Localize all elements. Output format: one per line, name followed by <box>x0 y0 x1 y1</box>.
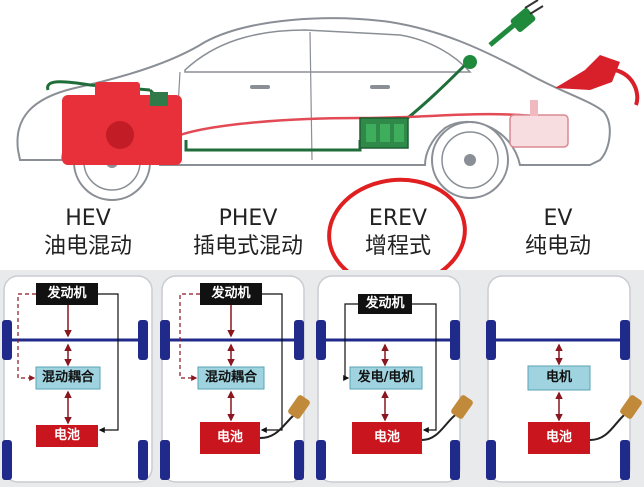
erev-highlight-circle <box>327 177 467 270</box>
fuel-nozzle-icon <box>555 55 640 106</box>
erev-schematic <box>316 275 473 483</box>
wheel-icon <box>138 440 148 480</box>
charging-cable-icon <box>259 395 310 439</box>
wheel-icon <box>316 440 326 480</box>
wheel-icon <box>160 440 170 480</box>
wheel-icon <box>2 320 12 360</box>
hev-schematic <box>2 275 153 483</box>
hev-coupling-label: 混动耦合 <box>41 370 94 385</box>
ev-motor-box <box>527 365 591 391</box>
ev-battery-box <box>528 422 590 454</box>
wheel-icon <box>160 320 170 360</box>
battery-module-icon <box>359 117 409 149</box>
ev-battery-label: 电池 <box>545 430 572 445</box>
phev-coupling-box <box>197 366 265 390</box>
wheel-icon <box>486 320 496 360</box>
ev-schematic <box>486 275 642 483</box>
phev-battery-label: 电池 <box>216 430 243 445</box>
erev-battery-box <box>352 422 422 454</box>
wheel-icon <box>450 440 460 480</box>
hev-engine-label: 发动机 <box>47 286 87 301</box>
erev-battery-label: 电池 <box>373 430 400 445</box>
erev-generator-box <box>349 366 423 390</box>
erev-engine-box <box>358 294 412 314</box>
wheel-icon <box>294 440 304 480</box>
wheel-icon <box>294 320 304 360</box>
erev-engine-label: 发动机 <box>365 296 405 311</box>
wheel-icon <box>138 320 148 360</box>
phev-coupling-label: 混动耦合 <box>204 370 257 385</box>
hev-coupling-box <box>35 366 101 390</box>
rear-wheel-icon <box>431 121 509 199</box>
charging-plug-icon <box>463 0 544 69</box>
hev-battery-label: 电池 <box>53 428 80 443</box>
phev-schematic <box>160 275 310 483</box>
phev-engine-label: 发动机 <box>211 286 251 301</box>
car-illustration <box>16 0 640 270</box>
hev-battery-box <box>36 425 98 447</box>
wheel-icon <box>486 440 496 480</box>
charging-cable-icon <box>589 395 642 441</box>
charging-cable-icon <box>421 395 473 441</box>
schematics <box>2 275 642 483</box>
engine-icon <box>62 82 182 165</box>
phev-engine-box <box>200 283 262 305</box>
hev-engine-box <box>36 283 98 305</box>
phev-battery-box <box>200 422 260 454</box>
erev-generator-label: 发电/电机 <box>357 370 415 385</box>
fuel-tank-icon <box>509 100 569 148</box>
wheel-icon <box>2 440 12 480</box>
wheel-icon <box>316 320 326 360</box>
wheel-icon <box>620 320 630 360</box>
wheel-icon <box>450 320 460 360</box>
ev-motor-label: 电机 <box>545 370 572 385</box>
wheel-icon <box>620 440 630 480</box>
